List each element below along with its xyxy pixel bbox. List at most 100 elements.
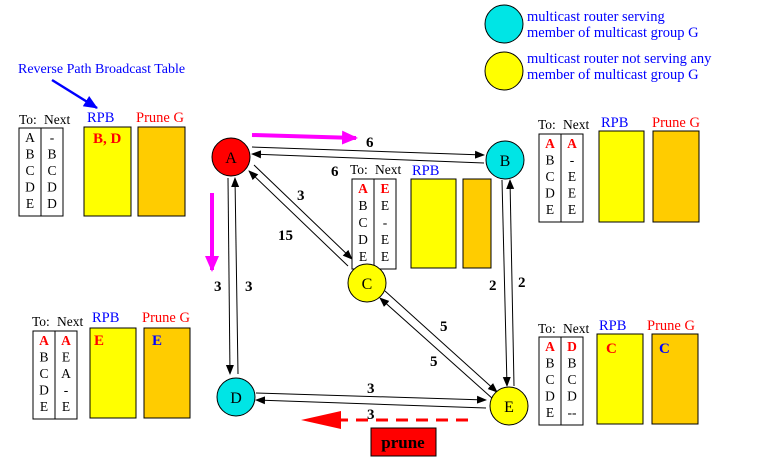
table-a-rpb-value: B, D bbox=[93, 131, 122, 147]
edge-a-to-c bbox=[253, 164, 353, 260]
table-a-next-label: Next bbox=[44, 112, 70, 127]
table-e-rpb-value: C bbox=[606, 341, 617, 357]
router-node-d-label: D bbox=[230, 390, 242, 407]
weight-be-left: 2 bbox=[489, 278, 497, 294]
prune-arrowhead bbox=[301, 411, 341, 429]
weight-de-top: 3 bbox=[367, 381, 375, 397]
router-node-c-circle bbox=[347, 263, 387, 303]
table-e-next-cell: D bbox=[567, 389, 577, 404]
router-node-e-circle bbox=[489, 386, 529, 426]
legend: multicast router serving member of multi… bbox=[484, 4, 715, 91]
table-b-to-cell: D bbox=[545, 186, 555, 201]
table-a-next-cell: - bbox=[50, 130, 55, 145]
table-e-next-cell: B bbox=[567, 356, 576, 371]
weight-ad-right: 3 bbox=[245, 279, 253, 295]
table-c-next-cell: E bbox=[380, 181, 389, 196]
edge-d-to-a bbox=[231, 177, 240, 375]
edge-a-to-d bbox=[225, 177, 234, 375]
table-e-to-cell: D bbox=[545, 389, 555, 404]
table-e-rpb-box bbox=[596, 333, 644, 425]
table-d-next-cell: E bbox=[62, 399, 70, 414]
legend-serving-text: multicast router serving member of multi… bbox=[527, 9, 699, 41]
weight-ac-right: 3 bbox=[297, 188, 305, 204]
edge-b-to-a bbox=[251, 150, 485, 164]
table-e-rpb-label: RPB bbox=[599, 318, 626, 334]
table-c-next-cell: - bbox=[383, 215, 388, 230]
table-c-next-label: Next bbox=[375, 162, 401, 177]
edge-d-to-e bbox=[255, 392, 487, 404]
router-node-c: C bbox=[347, 263, 387, 303]
table-e-prune-label: Prune G bbox=[647, 318, 695, 334]
router-node-d-circle bbox=[216, 377, 256, 417]
table-b-to-label: To: bbox=[538, 117, 556, 132]
table-a-to-cell: C bbox=[25, 163, 34, 178]
table-e-next-cell: -- bbox=[568, 405, 577, 420]
table-e-prune-value: C bbox=[659, 341, 670, 357]
edges bbox=[225, 146, 515, 409]
edge-e-to-b bbox=[506, 179, 515, 387]
table-d-next-label: Next bbox=[57, 314, 83, 329]
table-c-prune-box bbox=[462, 178, 492, 269]
table-d-next-cell: - bbox=[64, 383, 69, 398]
table-d-prune-box bbox=[143, 327, 191, 419]
table-a-next-cell: D bbox=[47, 180, 57, 195]
table-b-prune-label: Prune G bbox=[652, 115, 700, 131]
edge-b-to-e bbox=[501, 179, 511, 387]
table-e-prune-box bbox=[651, 333, 699, 425]
table-c-to-cell: D bbox=[358, 232, 368, 247]
table-e-next-cell: D bbox=[567, 339, 577, 354]
table-d-to-cell: E bbox=[40, 399, 48, 414]
table-d-rpb-label: RPB bbox=[92, 310, 119, 326]
table-b-next-cell: E bbox=[568, 169, 576, 184]
table-c-to-cell: B bbox=[358, 198, 367, 213]
table-c-rpb-box bbox=[410, 178, 457, 269]
table-b-next-cell: - bbox=[570, 153, 575, 168]
weight-ad-left: 3 bbox=[214, 279, 222, 295]
table-a-to-label: To: bbox=[19, 112, 37, 127]
table-e-to-label: To: bbox=[538, 321, 556, 336]
table-a-to-cell: B bbox=[25, 147, 34, 162]
weight-de-bottom: 3 bbox=[367, 407, 375, 423]
table-d-to-cell: A bbox=[39, 333, 49, 348]
table-b-prune-box bbox=[652, 130, 700, 223]
weight-ab-top: 6 bbox=[366, 135, 374, 151]
table-c-next-cell: E bbox=[381, 198, 389, 213]
table-b-rpb-label: RPB bbox=[601, 115, 628, 131]
table-e-to-cell: E bbox=[546, 405, 554, 420]
table-d-next-cell: A bbox=[61, 366, 71, 381]
table-c-rpb-label: RPB bbox=[412, 163, 439, 179]
legend-not-serving-swatch bbox=[484, 51, 524, 91]
table-d-rpb-value: E bbox=[94, 333, 104, 349]
table-a-next-cell: D bbox=[47, 196, 57, 211]
table-a-to-cell: D bbox=[25, 180, 35, 195]
rpb-table-caption: Reverse Path Broadcast Table bbox=[18, 62, 185, 77]
table-d-to-cell: C bbox=[39, 366, 48, 381]
table-c-next-cell: E bbox=[381, 249, 389, 264]
edge-e-to-c bbox=[379, 297, 494, 400]
table-b-rpb-box bbox=[598, 130, 645, 223]
table-b-next-cell: E bbox=[568, 202, 576, 217]
legend-not-serving-text: multicast router not serving any member … bbox=[527, 51, 715, 83]
magenta-arrow-a-to-b bbox=[251, 130, 358, 145]
edge-c-to-e bbox=[384, 290, 498, 393]
table-a-rpb-box bbox=[83, 126, 132, 217]
router-node-e: E bbox=[489, 386, 529, 426]
table-d-prune-label: Prune G bbox=[142, 310, 190, 326]
table-d-to-label: To: bbox=[32, 314, 50, 329]
table-d-to-cell: B bbox=[39, 350, 48, 365]
table-b-to-cell: E bbox=[546, 202, 554, 217]
router-node-b: B bbox=[485, 140, 525, 180]
legend-serving-swatch bbox=[484, 4, 524, 44]
table-c-to-cell: A bbox=[358, 181, 368, 196]
router-node-b-circle bbox=[485, 140, 525, 180]
table-e-next-label: Next bbox=[563, 321, 589, 336]
edge-c-to-a bbox=[248, 170, 349, 267]
table-b-next-cell: E bbox=[568, 186, 576, 201]
table-b-to-cell: C bbox=[545, 169, 554, 184]
table-b-to-cell: B bbox=[545, 153, 554, 168]
table-d-next-cell: A bbox=[61, 333, 71, 348]
